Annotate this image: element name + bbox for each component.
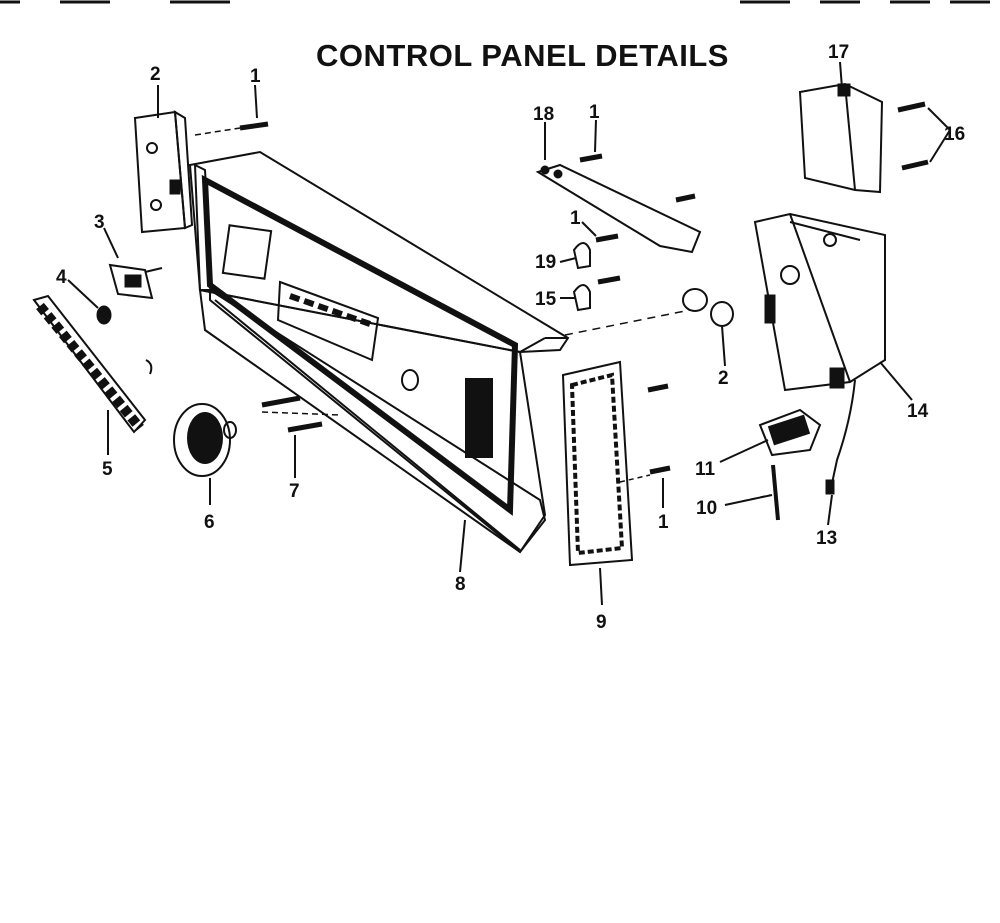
callout-18: 18 [533, 104, 554, 125]
callout-1a: 1 [250, 66, 261, 87]
part-8-control-panel [188, 150, 570, 554]
callout-1b: 1 [658, 512, 669, 533]
callout-5: 5 [102, 459, 113, 480]
part-2-end-bracket [133, 110, 194, 234]
callout-6: 6 [204, 512, 215, 533]
callout-3: 3 [94, 212, 105, 233]
callout-2a: 2 [150, 64, 161, 85]
part-7-screws [261, 395, 323, 433]
callout-9: 9 [596, 612, 607, 633]
part-13-wire-lead [825, 379, 856, 495]
callout-10: 10 [696, 498, 717, 519]
callout-1c: 1 [589, 102, 600, 123]
part-1-screws [239, 101, 929, 475]
callout-17: 17 [828, 42, 849, 63]
part-17-cover [798, 82, 884, 194]
part-2-lamps [682, 288, 734, 327]
part-6-knob [173, 403, 237, 477]
part-15-clip [572, 284, 591, 312]
part-3-switch [108, 263, 163, 300]
part-19-clip [572, 242, 591, 270]
callout-7: 7 [289, 481, 300, 502]
callout-19: 19 [535, 252, 556, 273]
callout-15: 15 [535, 289, 557, 310]
leader-lines [67, 61, 951, 606]
part-14-timer [753, 212, 886, 392]
callout-labels: 2 1 3 4 5 6 7 8 9 1 2 18 1 1 19 15 17 16… [56, 42, 965, 633]
part-10-terminal [771, 464, 780, 521]
callout-13: 13 [816, 528, 837, 549]
part-9-vent-grille [561, 360, 634, 567]
callout-8: 8 [455, 574, 466, 595]
part-11-connector [758, 408, 822, 457]
callout-2b: 2 [718, 368, 729, 389]
diagram-title: CONTROL PANEL DETAILS [316, 38, 729, 73]
part-18-bracket [535, 163, 702, 254]
callout-1d: 1 [570, 208, 581, 229]
part-5-pushbutton-strip [32, 294, 153, 434]
callout-11: 11 [695, 459, 716, 480]
callout-14: 14 [907, 401, 929, 422]
callout-4: 4 [56, 267, 67, 288]
callout-16: 16 [944, 124, 965, 145]
part-4-small-knob [96, 305, 112, 325]
